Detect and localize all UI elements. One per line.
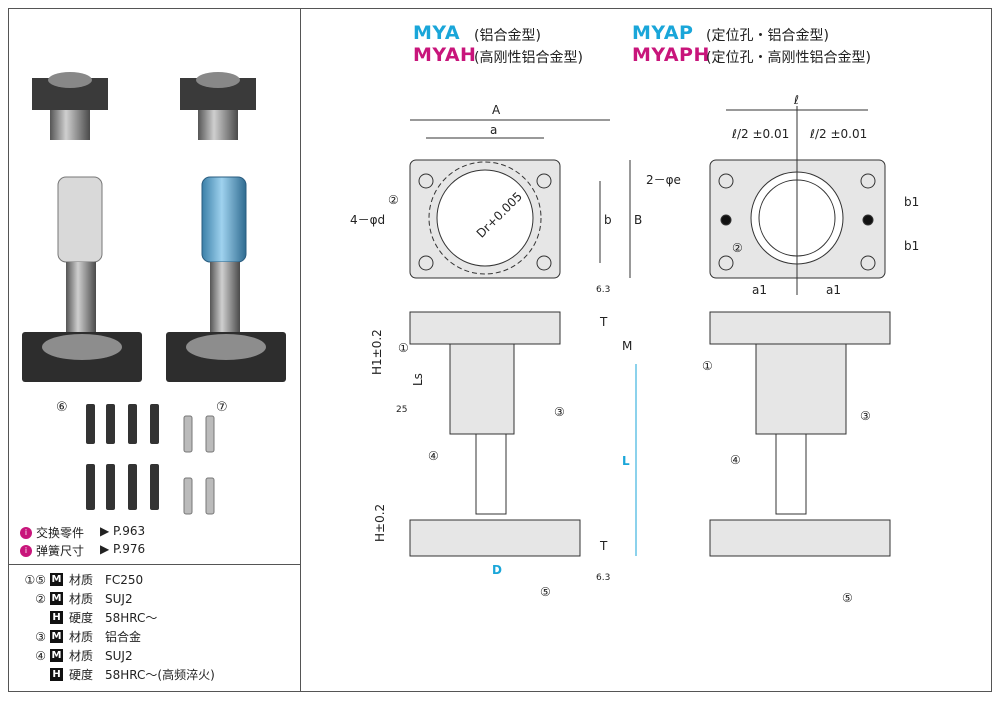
spec-code-icon: M	[50, 649, 63, 662]
spec-label: 硬度	[69, 668, 94, 682]
info-icon: i	[20, 544, 32, 557]
spec-code-icon: M	[50, 630, 63, 643]
bushing-left	[32, 72, 108, 140]
spec-code-icon: M	[50, 573, 63, 586]
spec-value: SUJ2	[105, 591, 133, 606]
replace-parts-ref: i 交换零件	[20, 524, 84, 541]
part-6-label: ⑥	[56, 400, 68, 415]
rough-63-bottom: 6.3	[596, 573, 610, 583]
dim-a1-right: a1	[826, 283, 841, 297]
dim-B: B	[634, 213, 642, 227]
spec-index: ③	[35, 629, 46, 644]
screws-and-pins	[86, 404, 215, 515]
spec-index: ②	[35, 591, 46, 606]
dim-H1: H1±0.2	[370, 329, 384, 375]
dim-M: M	[622, 339, 632, 353]
top-view-right	[709, 106, 886, 295]
spec-row: ①⑤ M 材质 FC250	[18, 571, 143, 588]
callout-2-left: ②	[388, 193, 399, 207]
spec-label: 材质	[69, 630, 94, 644]
bushing-right	[180, 72, 256, 140]
callout-5-right: ⑤	[842, 591, 853, 605]
dim-D: D	[492, 563, 502, 577]
rough-25: 25	[396, 405, 407, 415]
replace-page-ref[interactable]: ▶ P.963	[100, 524, 146, 538]
technical-drawing: A a B b Dr+0.005 4－φd ② ℓ ℓ/2 ±0.01 ℓ/2 …	[350, 93, 919, 605]
model-myah: MYAH	[413, 44, 477, 66]
ball-cage-right	[201, 176, 247, 263]
spec-value: 58HRC～	[105, 611, 158, 625]
ball-cage-left	[57, 176, 103, 263]
dim-half-l-left: ℓ/2 ±0.01	[731, 127, 789, 141]
spec-row: H 硬度 58HRC～	[18, 609, 157, 626]
post-left	[22, 262, 142, 382]
model-myap: MYAP	[632, 22, 694, 44]
spec-label: 材质	[69, 573, 94, 587]
dim-L: L	[622, 454, 630, 468]
model-myap-desc: (定位孔・铝合金型)	[706, 28, 829, 44]
spec-index: ④	[35, 648, 46, 663]
spec-row: H 硬度 58HRC～(高频淬火)	[18, 666, 215, 683]
spring-size-ref: i 弹簧尺寸	[20, 542, 84, 559]
rough-63-top: 6.3	[596, 285, 610, 295]
callout-2-right: ②	[732, 241, 743, 255]
model-myah-desc: (高刚性铝合金型)	[474, 50, 583, 66]
spec-index: ①⑤	[24, 572, 46, 587]
dim-half-l-right: ℓ/2 ±0.01	[809, 127, 867, 141]
top-view-left	[409, 119, 631, 279]
spec-label: 材质	[69, 649, 94, 663]
dim-phi-d: 4－φd	[350, 213, 385, 227]
spring-page-ref[interactable]: ▶ P.976	[100, 542, 146, 556]
post-right	[166, 262, 286, 382]
side-view-left	[409, 311, 637, 557]
part-7-label: ⑦	[216, 400, 228, 415]
dim-T-bottom: T	[599, 539, 608, 553]
product-photo-panel	[8, 8, 301, 692]
spec-code-icon: H	[50, 668, 63, 681]
model-myaph: MYAPH	[632, 44, 710, 66]
dim-a: a	[490, 123, 497, 137]
model-mya-desc: (铝合金型)	[474, 28, 541, 44]
callout-5-left: ⑤	[540, 585, 551, 599]
spec-value: SUJ2	[105, 648, 133, 663]
callout-4-left: ④	[428, 449, 439, 463]
callout-1-right: ①	[702, 359, 713, 373]
spec-value: 铝合金	[105, 630, 142, 644]
spec-value: 58HRC～(高频淬火)	[105, 668, 215, 682]
dim-a1-left: a1	[752, 283, 767, 297]
dim-T-top: T	[599, 315, 608, 329]
info-icon: i	[20, 526, 32, 539]
dim-Ls: Ls	[411, 373, 425, 386]
callout-3-right: ③	[860, 409, 871, 423]
model-myaph-desc: (定位孔・高刚性铝合金型)	[706, 50, 871, 66]
callout-1-left: ①	[398, 341, 409, 355]
dim-phi-e: 2－φe	[646, 173, 681, 187]
spec-code-icon: M	[50, 592, 63, 605]
dim-b1-bottom: b1	[904, 239, 919, 253]
callout-3-left: ③	[554, 405, 565, 419]
dim-ell: ℓ	[793, 93, 799, 107]
dim-b: b	[604, 213, 612, 227]
spec-label: 材质	[69, 592, 94, 606]
product-illustrations	[22, 72, 286, 382]
model-mya: MYA	[413, 22, 461, 44]
spec-label: 硬度	[69, 611, 94, 625]
callout-4-right: ④	[730, 453, 741, 467]
dim-H: H±0.2	[373, 504, 387, 542]
spec-divider	[8, 564, 301, 565]
spec-value: FC250	[105, 572, 144, 587]
outer-frame	[8, 8, 992, 692]
side-view-right	[709, 311, 891, 557]
dim-A: A	[492, 103, 501, 117]
spec-code-icon: H	[50, 611, 63, 624]
dim-b1-top: b1	[904, 195, 919, 209]
